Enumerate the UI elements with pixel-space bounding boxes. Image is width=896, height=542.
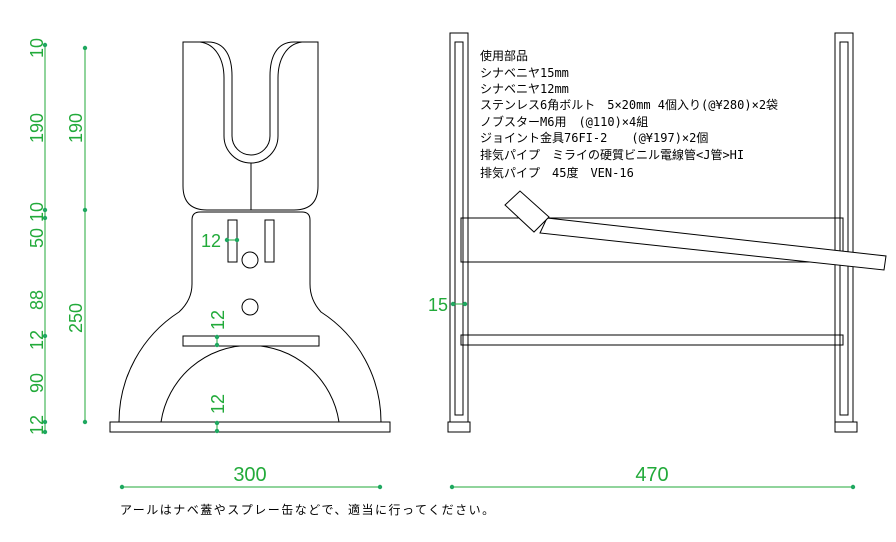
dim-dot [449,484,455,490]
dim-dot [42,42,48,48]
bolt-hole-lower [241,298,259,316]
dim-dot [214,334,220,340]
fork-notch-edge [207,41,295,156]
upper-beam [460,217,844,263]
dim-dot [119,484,125,490]
dim-label-base-thickness: 12 [208,394,228,414]
dim-dot [224,237,230,243]
dim-label-post-thickness: 15 [428,295,448,315]
dim-dot [82,207,88,213]
parts-list-item: ステンレス6角ボルト 5×20mm 4個入り(@¥280)×2袋 [480,98,778,112]
slot-right [264,219,275,263]
dim-label-side-width: 470 [635,464,668,486]
dim-dot [42,333,48,339]
dim-label-arch: 90 [27,373,47,393]
dim-dot [377,484,383,490]
post-left-inner [454,41,464,416]
dim-label-neck: 10 [27,202,47,222]
bolt-hole-upper [241,251,259,269]
dim-dot [234,237,240,243]
parts-list: 使用部品 シナベニヤ15mm シナベニヤ12mm ステンレス6角ボルト 5×20… [480,48,778,180]
dim-dot [82,419,88,425]
dim-label-overall-fork: 190 [66,113,86,143]
dim-label-bar-thickness: 12 [208,310,228,330]
parts-list-item: 排気パイプ 45度 VEN-16 [480,165,634,180]
dim-label-bar: 12 [27,330,47,350]
foot-left [447,421,471,433]
dim-dot [214,428,220,434]
dim-label-slot-width: 12 [201,231,221,251]
body-arch-outline [118,211,382,423]
dim-dot [42,215,48,221]
post-left-outer [449,32,469,423]
front-view-dimensions: 10 190 10 50 88 12 90 12 190 250 12 12 1… [27,38,383,490]
fork-notch-chamfer [199,41,303,164]
side-view [447,32,887,433]
side-view-dimensions: 15 470 [428,295,856,490]
dim-label-front-width: 300 [233,464,266,486]
dim-label-top: 10 [27,38,47,58]
dim-label-base: 12 [27,415,47,435]
exhaust-pipe [539,217,887,271]
parts-list-item: シナベニヤ12mm [480,82,569,96]
foot-right [834,421,858,433]
dim-label-overall-lower: 250 [66,303,86,333]
dim-dot [450,301,456,307]
dim-label-fork: 190 [27,113,47,143]
dim-label-slot: 50 [27,228,47,248]
dim-dot [82,45,88,51]
parts-list-title: 使用部品 [480,48,528,63]
cross-bar [182,335,320,347]
dim-dot [42,419,48,425]
parts-list-item: ノブスターM6用 (@110)×4組 [480,114,648,129]
post-right-inner [839,41,849,416]
post-right-outer [834,32,854,423]
dim-label-body: 88 [27,290,47,310]
footnote: アールはナベ蓋やスプレー缶などで、適当に行ってください。 [120,502,496,517]
front-view [109,41,391,433]
dim-dot [214,420,220,426]
lower-bar [460,334,844,346]
parts-list-item: 排気パイプ ミライの硬質ビニル電線管<J管>HI [480,147,744,162]
base-plate [109,421,391,433]
pipe-elbow-45 [504,190,550,233]
dim-dot [462,301,468,307]
parts-list-item: ジョイント金具76FI-2 (@¥197)×2個 [480,130,708,145]
dim-dot [850,484,856,490]
dim-dot [214,342,220,348]
dim-dot [42,429,48,435]
dim-dot [42,207,48,213]
parts-list-item: シナベニヤ15mm [480,66,569,80]
